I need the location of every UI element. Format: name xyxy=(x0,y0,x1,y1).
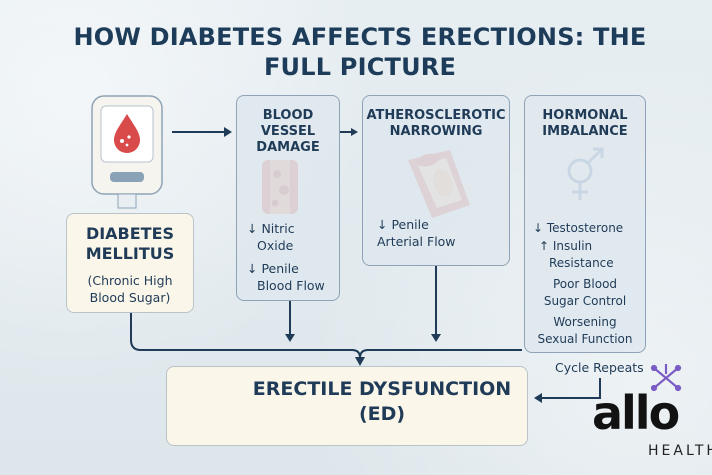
blood-sugar-control-item: Poor Blood Sugar Control xyxy=(543,277,627,308)
diabetes-box: DIABETES MELLITUS (Chronic High Blood Su… xyxy=(66,213,194,313)
hormonal-heading: HORMONAL IMBALANCE xyxy=(542,108,628,139)
penile-arterial-flow-item: ↓ Penile Arterial Flow xyxy=(377,217,456,249)
diabetes-desc: (Chronic High Blood Sugar) xyxy=(87,273,173,305)
ed-label: ERECTILE DYSFUNCTION (ED) xyxy=(252,378,512,425)
connector-arrows xyxy=(130,127,601,403)
diabetes-title: DIABETES MELLITUS xyxy=(85,224,175,263)
allo-logo-mark xyxy=(650,364,682,392)
worsening-sexual-function-item: Worsening Sexual Function xyxy=(537,315,633,346)
athero-box: ATHEROSCLEROTIC NARROWING ↓ Penile Arter… xyxy=(362,95,510,266)
athero-heading: ATHEROSCLEROTIC NARROWING xyxy=(366,108,506,139)
testosterone-item: ↓ Testosterone xyxy=(533,221,624,235)
insulin-resistance-item: ↑ Insulin Resistance xyxy=(539,239,614,270)
blood-vessel-heading: BLOOD VESSEL DAMAGE xyxy=(256,108,320,155)
nitric-oxide-item: ↓ Nitric Oxide xyxy=(247,221,295,253)
allo-logo-text: allo xyxy=(592,386,680,440)
blood-vessel-box: BLOOD VESSEL DAMAGE ↓ Nitric Oxide ↓ Pen… xyxy=(236,95,340,301)
page-title: HOW DIABETES AFFECTS ERECTIONS: THE FULL… xyxy=(73,23,647,81)
ed-box: ERECTILE DYSFUNCTION (ED) xyxy=(166,366,528,446)
hormonal-box: HORMONAL IMBALANCE ↓ Testosterone ↑ Insu… xyxy=(524,95,646,353)
allo-logo-subtext: HEALTH xyxy=(648,443,712,459)
penile-blood-flow-item: ↓ Penile Blood Flow xyxy=(247,261,325,293)
cycle-repeats-label: Cycle Repeats xyxy=(555,360,644,375)
glucose-meter-icon xyxy=(91,95,163,209)
